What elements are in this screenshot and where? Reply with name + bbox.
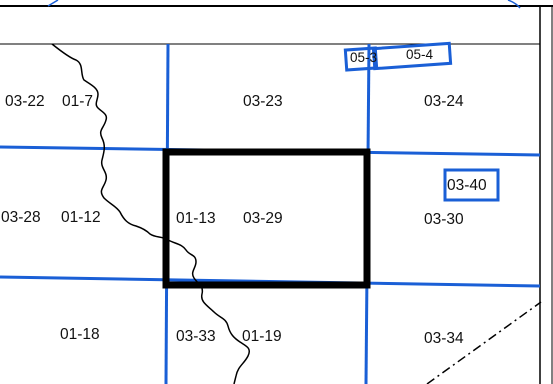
tile-label-01-18[interactable]: 01-18	[60, 326, 100, 343]
tile-box-03-40[interactable]	[443, 168, 500, 202]
tile-label-01-13[interactable]: 01-13	[176, 210, 216, 227]
tile-label-01-19[interactable]: 01-19	[242, 328, 282, 345]
tile-label-03-29[interactable]: 03-29	[243, 210, 283, 227]
tile-label-01-7[interactable]: 01-7	[62, 93, 94, 110]
tile-box-05-4[interactable]	[371, 41, 453, 71]
tile-label-03-33[interactable]: 03-33	[176, 328, 216, 345]
tile-label-05-4[interactable]: 05-4	[406, 47, 434, 62]
tile-label-03-23[interactable]: 03-23	[243, 93, 283, 110]
river-line	[51, 43, 251, 384]
tile-label-03-30[interactable]: 03-30	[424, 211, 464, 228]
tile-label-03-34[interactable]: 03-34	[424, 330, 464, 347]
tile-label-01-12[interactable]: 01-12	[61, 209, 101, 226]
boundary-line-dashdot	[426, 301, 542, 384]
tile-label-03-40[interactable]: 03-40	[447, 177, 487, 194]
top-corner-line-left	[47, 0, 59, 7]
tile-label-03-24[interactable]: 03-24	[424, 93, 464, 110]
tile-label-05-3[interactable]: 05-3	[350, 50, 378, 65]
selected-tile-frame[interactable]	[162, 148, 371, 289]
tile-box-05-3[interactable]	[343, 46, 379, 72]
tile-label-03-28[interactable]: 03-28	[1, 209, 41, 226]
tile-label-03-22[interactable]: 03-22	[5, 93, 45, 110]
top-corner-line-right	[507, 0, 521, 9]
